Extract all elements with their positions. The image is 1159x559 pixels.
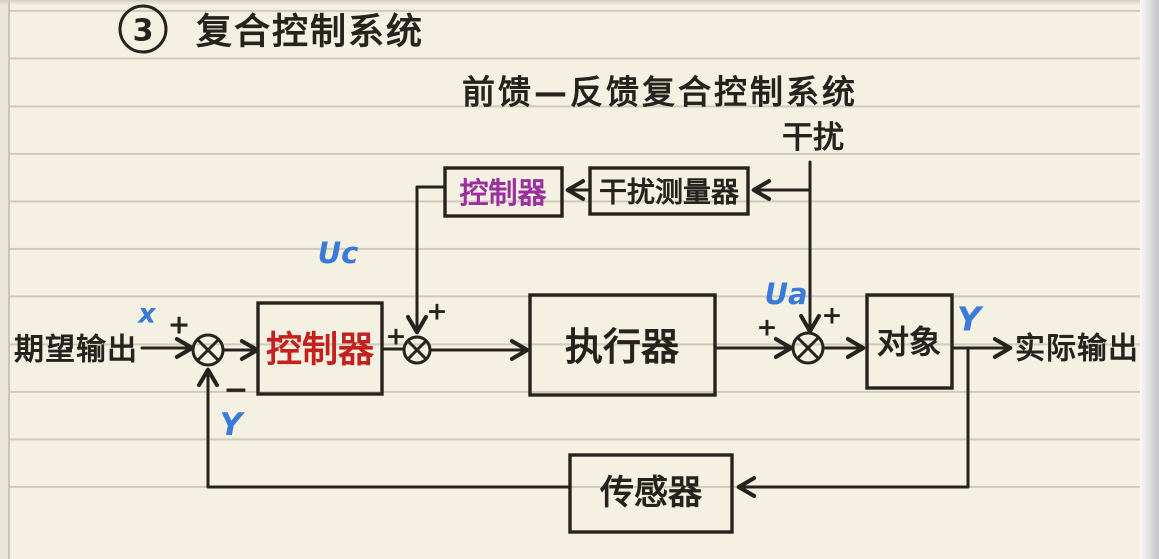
disturbance-meter-label: 干扰测量器: [599, 176, 740, 209]
page-subtitle: 前馈—反馈复合控制系统: [462, 73, 858, 112]
page-title: 复合控制系统: [196, 12, 424, 53]
heading: 3 复合控制系统 前馈—反馈复合控制系统: [118, 4, 858, 112]
feedforward-controller-label: 控制器: [459, 176, 547, 210]
sensor-block: [568, 453, 734, 534]
ff-controller-to-junction2-line: [406, 185, 447, 335]
disturbance-label: 干扰: [782, 120, 844, 156]
sensor-label: 传感器: [599, 473, 703, 513]
page-top-edge: [0, 0, 1159, 5]
actuator-label: 执行器: [565, 325, 680, 369]
junction2-top-plus-sign: +: [427, 297, 448, 326]
actuator-block: [528, 293, 717, 397]
desired-output-label: 期望输出: [14, 333, 138, 368]
circled-number-icon: [118, 4, 168, 54]
y-feedback-signal-label: Y: [220, 407, 246, 443]
output-to-sensor-line: [736, 346, 970, 498]
y-output-signal-label: Y: [957, 300, 984, 339]
summing-junction-1: [191, 333, 225, 367]
page-margin-line: [0, 0, 10, 559]
junction1-minus-sign: −: [223, 373, 248, 408]
summing-junction-3: [791, 331, 825, 365]
sensor-to-junction1-line: [197, 367, 572, 489]
junction3-left-plus-sign: +: [757, 313, 778, 342]
uc-signal-label: Uc: [318, 236, 359, 270]
feedforward-controller-block: [443, 166, 564, 218]
plant-label: 对象: [877, 323, 941, 361]
page-right-edge: [1140, 0, 1159, 559]
ua-signal-label: Ua: [764, 277, 807, 311]
x-signal-label: x: [136, 299, 157, 330]
junction3-top-plus-sign: +: [822, 301, 843, 330]
summing-junction-2: [402, 335, 432, 365]
junction2-left-plus-sign: +: [386, 322, 407, 351]
actual-output-label: 实际输出: [1015, 332, 1139, 367]
plant-block: [865, 293, 954, 390]
junction1-plus-sign: +: [168, 310, 191, 341]
controller-label: 控制器: [266, 330, 375, 371]
title-number: 3: [133, 14, 154, 49]
